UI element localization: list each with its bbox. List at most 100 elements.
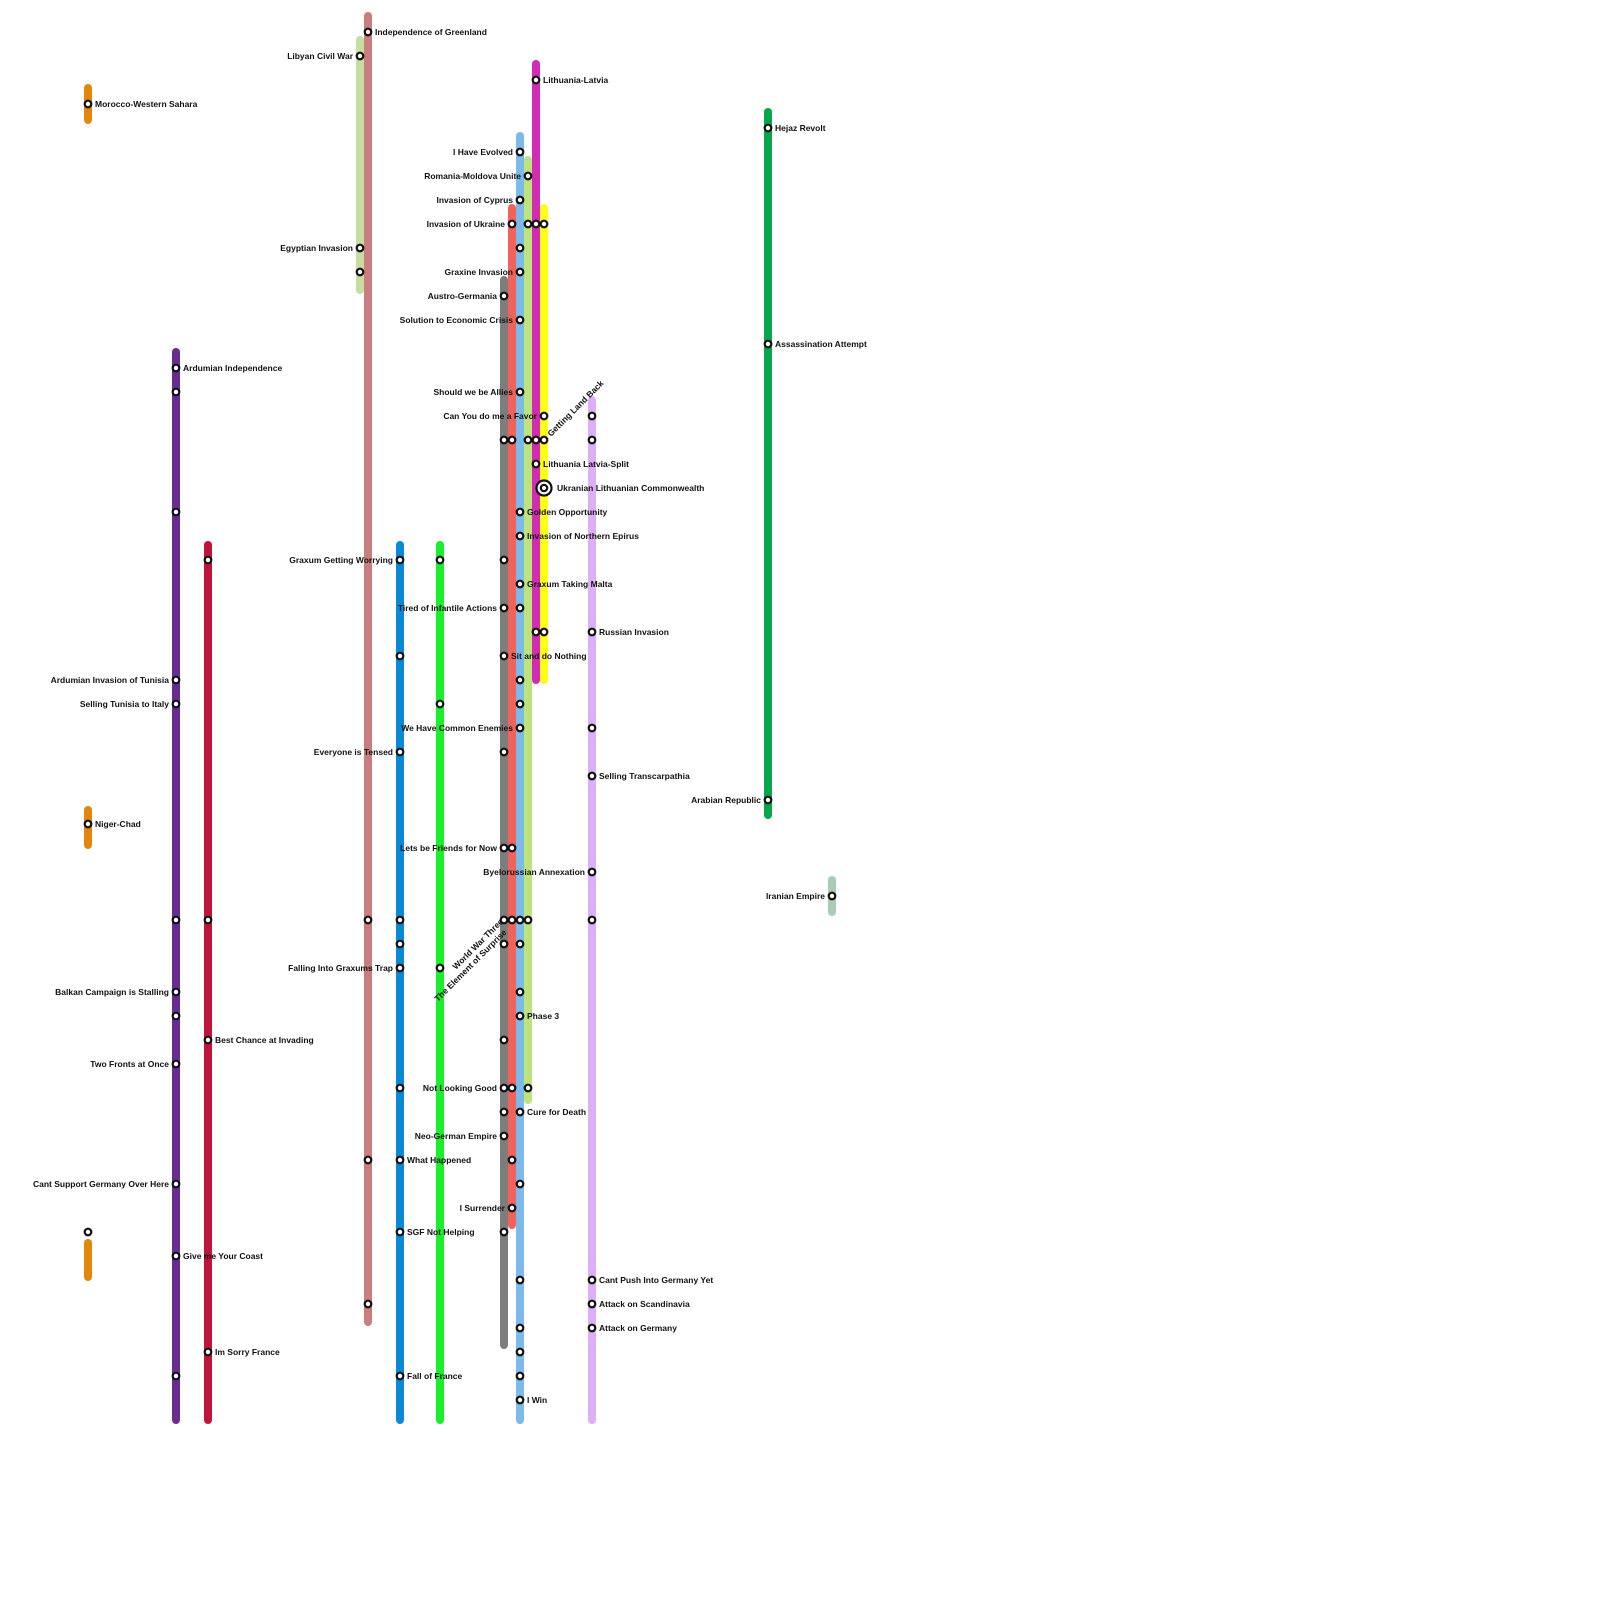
two-fronts-at-once-station[interactable] — [171, 1059, 181, 1069]
cant-support-germany-over-here-station[interactable] — [171, 1179, 181, 1189]
we-have-common-enemies-station[interactable] — [515, 723, 525, 733]
iranian-empire-station[interactable] — [827, 891, 837, 901]
fall-of-france-station[interactable] — [395, 1371, 405, 1381]
interchange-stop[interactable] — [499, 1227, 509, 1237]
interchange-stop[interactable] — [515, 1323, 525, 1333]
interchange-stop[interactable] — [515, 243, 525, 253]
should-we-be-allies-station[interactable] — [515, 387, 525, 397]
interchange-stop[interactable] — [395, 1083, 405, 1093]
interchange-stop[interactable] — [499, 747, 509, 757]
graxine-invasion-station[interactable] — [515, 267, 525, 277]
attack-on-scandinavia-station[interactable] — [587, 1299, 597, 1309]
graxum-getting-worrying-station[interactable] — [395, 555, 405, 565]
phase-3-station[interactable] — [515, 1011, 525, 1021]
interchange-stop[interactable] — [171, 387, 181, 397]
byelorussian-annexation-station[interactable] — [587, 867, 597, 877]
i-win-station[interactable] — [515, 1395, 525, 1405]
interchange-stop[interactable] — [435, 555, 445, 565]
ardumian-invasion-of-tunisia-station[interactable] — [171, 675, 181, 685]
interchange-stop[interactable] — [523, 219, 533, 229]
interchange-stop[interactable] — [363, 1155, 373, 1165]
i-surrender-station[interactable] — [507, 1203, 517, 1213]
everyone-is-tensed-station[interactable] — [395, 747, 405, 757]
austro-germania-station[interactable] — [499, 291, 509, 301]
invasion-of-cyprus-station[interactable] — [515, 195, 525, 205]
solution-to-economic-crisis-station[interactable] — [515, 315, 525, 325]
attack-on-germany-station[interactable] — [587, 1323, 597, 1333]
interchange-stop[interactable] — [171, 915, 181, 925]
interchange-stop[interactable] — [515, 939, 525, 949]
interchange-stop[interactable] — [515, 915, 525, 925]
interchange-stop[interactable] — [539, 219, 549, 229]
interchange-stop[interactable] — [499, 1107, 509, 1117]
arabian-republic-station[interactable] — [763, 795, 773, 805]
interchange-stop[interactable] — [515, 603, 525, 613]
orange-unnamed-station[interactable] — [83, 1227, 93, 1237]
falling-into-graxums-trap-station[interactable] — [395, 963, 405, 973]
cure-for-death-station[interactable] — [515, 1107, 525, 1117]
interchange-stop[interactable] — [395, 651, 405, 661]
interchange-stop[interactable] — [171, 507, 181, 517]
interchange-stop[interactable] — [363, 1299, 373, 1309]
interchange-stop[interactable] — [515, 1275, 525, 1285]
interchange-stop[interactable] — [507, 435, 517, 445]
getting-land-back-station[interactable] — [539, 435, 549, 445]
niger-chad-station[interactable] — [83, 819, 93, 829]
interchange-stop[interactable] — [531, 627, 541, 637]
balkan-campaign-is-stalling-station[interactable] — [171, 987, 181, 997]
i-have-evolved-station[interactable] — [515, 147, 525, 157]
romania-moldova-unite-station[interactable] — [523, 171, 533, 181]
hejaz-revolt-station[interactable] — [763, 123, 773, 133]
interchange-stop[interactable] — [515, 699, 525, 709]
lithuania-latvia-split-station[interactable] — [531, 459, 541, 469]
sit-and-do-nothing-station[interactable] — [499, 651, 509, 661]
egyptian-invasion-station[interactable] — [355, 243, 365, 253]
interchange-stop[interactable] — [587, 435, 597, 445]
can-you-do-me-a-favor-station[interactable] — [539, 411, 549, 421]
independence-of-greenland-station[interactable] — [363, 27, 373, 37]
interchange-stop[interactable] — [515, 987, 525, 997]
ardumian-independence-station[interactable] — [171, 363, 181, 373]
interchange-stop[interactable] — [523, 435, 533, 445]
interchange-stop[interactable] — [507, 1083, 517, 1093]
not-looking-good-station[interactable] — [499, 1083, 509, 1093]
interchange-stop[interactable] — [499, 435, 509, 445]
interchange-stop[interactable] — [531, 219, 541, 229]
interchange-stop[interactable] — [171, 1011, 181, 1021]
interchange-stop[interactable] — [587, 723, 597, 733]
interchange-stop[interactable] — [507, 1155, 517, 1165]
interchange-stop[interactable] — [363, 915, 373, 925]
russian-invasion-station[interactable] — [587, 627, 597, 637]
lithuania-latvia-station[interactable] — [531, 75, 541, 85]
interchange-stop[interactable] — [515, 1179, 525, 1189]
interchange-stop[interactable] — [395, 939, 405, 949]
interchange-stop[interactable] — [515, 1371, 525, 1381]
give-me-your-coast-station[interactable] — [171, 1251, 181, 1261]
interchange-stop[interactable] — [515, 675, 525, 685]
what-happened-station[interactable] — [395, 1155, 405, 1165]
interchange-stop[interactable] — [203, 915, 213, 925]
tired-of-infantile-actions-station[interactable] — [499, 603, 509, 613]
interchange-stop[interactable] — [507, 843, 517, 853]
neo-german-empire-station[interactable] — [499, 1131, 509, 1141]
best-chance-at-invading-station[interactable] — [203, 1035, 213, 1045]
selling-tunisia-to-italy-station[interactable] — [171, 699, 181, 709]
im-sorry-france-station[interactable] — [203, 1347, 213, 1357]
interchange-stop[interactable] — [531, 435, 541, 445]
interchange-stop[interactable] — [499, 915, 509, 925]
interchange-stop[interactable] — [499, 1035, 509, 1045]
interchange-stop[interactable] — [515, 1347, 525, 1357]
libyan-civil-war-station[interactable] — [355, 51, 365, 61]
lets-be-friends-for-now-station[interactable] — [499, 843, 509, 853]
interchange-stop[interactable] — [499, 555, 509, 565]
invasion-of-northern-epirus-station[interactable] — [515, 531, 525, 541]
interchange-stop[interactable] — [355, 267, 365, 277]
graxum-taking-malta-station[interactable] — [515, 579, 525, 589]
interchange-stop[interactable] — [587, 411, 597, 421]
interchange-stop[interactable] — [395, 915, 405, 925]
cant-push-into-germany-yet-station[interactable] — [587, 1275, 597, 1285]
interchange-stop[interactable] — [507, 915, 517, 925]
the-element-of-surprise-station[interactable] — [499, 939, 509, 949]
golden-opportunity-station[interactable] — [515, 507, 525, 517]
world-war-three-station[interactable] — [435, 963, 445, 973]
